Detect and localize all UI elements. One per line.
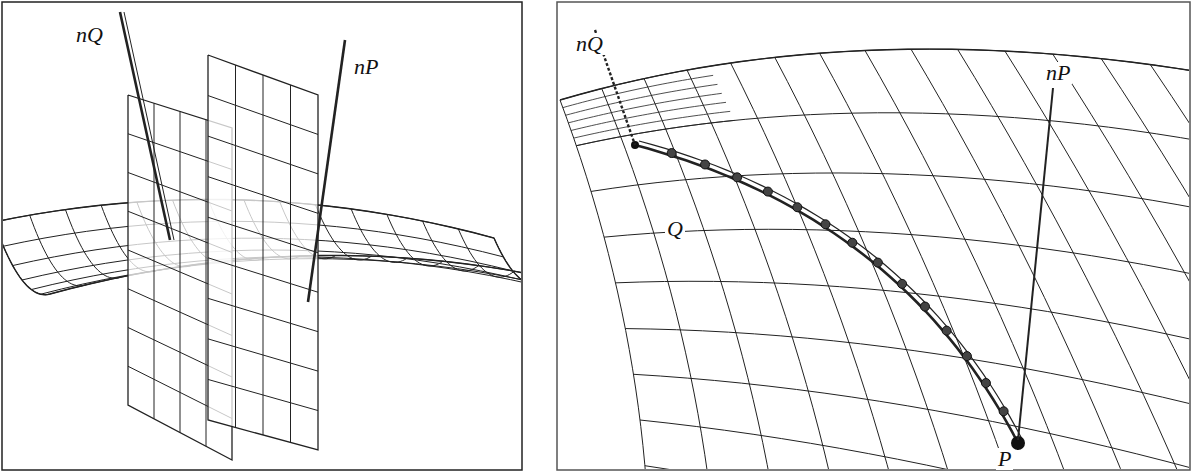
grid-line bbox=[633, 374, 1189, 469]
grid-line bbox=[958, 49, 1189, 469]
grid-line bbox=[315, 205, 371, 260]
grid-line bbox=[625, 329, 1189, 469]
normal-label: nQ bbox=[574, 33, 605, 55]
grid-line bbox=[568, 93, 721, 123]
grid-line bbox=[731, 63, 951, 469]
grid-line bbox=[423, 221, 479, 271]
grid-line bbox=[576, 120, 734, 145]
grid-line bbox=[566, 84, 718, 115]
grid-line bbox=[351, 209, 407, 262]
grid-line bbox=[387, 214, 443, 266]
grid-line bbox=[458, 229, 514, 277]
grid-line bbox=[208, 379, 318, 410]
grid-line bbox=[1005, 51, 1189, 469]
normal-line bbox=[1018, 88, 1053, 440]
curve-point bbox=[921, 302, 930, 311]
normal-label: nP bbox=[1044, 62, 1072, 84]
normal-line bbox=[120, 12, 170, 240]
point-label: Q bbox=[665, 218, 685, 240]
curve-point bbox=[942, 326, 951, 335]
grid-line bbox=[208, 177, 318, 214]
curve-point bbox=[667, 149, 676, 158]
grid-line bbox=[1053, 54, 1189, 469]
curve-point bbox=[848, 238, 857, 247]
grid-line bbox=[494, 238, 521, 285]
point-label: P bbox=[996, 448, 1013, 470]
grid-line bbox=[208, 217, 318, 253]
curve-point bbox=[873, 258, 882, 267]
normal-plane bbox=[208, 55, 318, 450]
geodesic-curve bbox=[635, 145, 1018, 443]
surface-figure bbox=[558, 30, 1189, 469]
curve-point bbox=[981, 379, 990, 388]
grid-line bbox=[563, 75, 713, 107]
grid-line bbox=[290, 85, 291, 443]
grid-line bbox=[574, 111, 730, 138]
geodesic-curve bbox=[639, 141, 1022, 439]
normal-label: nP bbox=[352, 56, 380, 78]
normal-label: nQ bbox=[74, 24, 105, 46]
grid-line bbox=[820, 53, 1107, 469]
grid-line bbox=[1101, 59, 1189, 469]
grid-line bbox=[687, 70, 874, 469]
curve-point bbox=[962, 352, 971, 361]
grid-line bbox=[1150, 65, 1189, 469]
grid-line bbox=[208, 258, 318, 292]
curve-point bbox=[733, 173, 742, 182]
grid-line bbox=[208, 298, 318, 331]
curve-point bbox=[763, 187, 772, 196]
grid-line bbox=[208, 96, 318, 135]
grid-line bbox=[3, 222, 50, 295]
grid-line bbox=[208, 136, 318, 174]
grid-line bbox=[208, 339, 318, 371]
grid-line bbox=[235, 65, 236, 428]
grid-line bbox=[775, 57, 1029, 469]
grid-line bbox=[604, 229, 1189, 312]
grid-line bbox=[65, 210, 121, 279]
normal-line bbox=[124, 12, 174, 240]
curve-point bbox=[999, 407, 1008, 416]
grid-line bbox=[576, 113, 1189, 151]
grid-line bbox=[644, 79, 797, 469]
grid-line bbox=[645, 466, 1189, 469]
grid-line bbox=[571, 102, 726, 130]
grid-line bbox=[560, 49, 1189, 100]
curve-point bbox=[701, 160, 710, 169]
curve-point bbox=[793, 203, 802, 212]
curve-point bbox=[898, 279, 907, 288]
normal-line bbox=[308, 40, 345, 302]
grid-line bbox=[560, 100, 650, 469]
saddle-figure bbox=[3, 12, 521, 460]
grid-line bbox=[30, 215, 86, 286]
grid-line bbox=[602, 89, 722, 469]
grid-line bbox=[640, 420, 1189, 469]
grid-line bbox=[263, 75, 264, 435]
curve-point bbox=[821, 220, 830, 229]
grid-line bbox=[911, 49, 1189, 469]
